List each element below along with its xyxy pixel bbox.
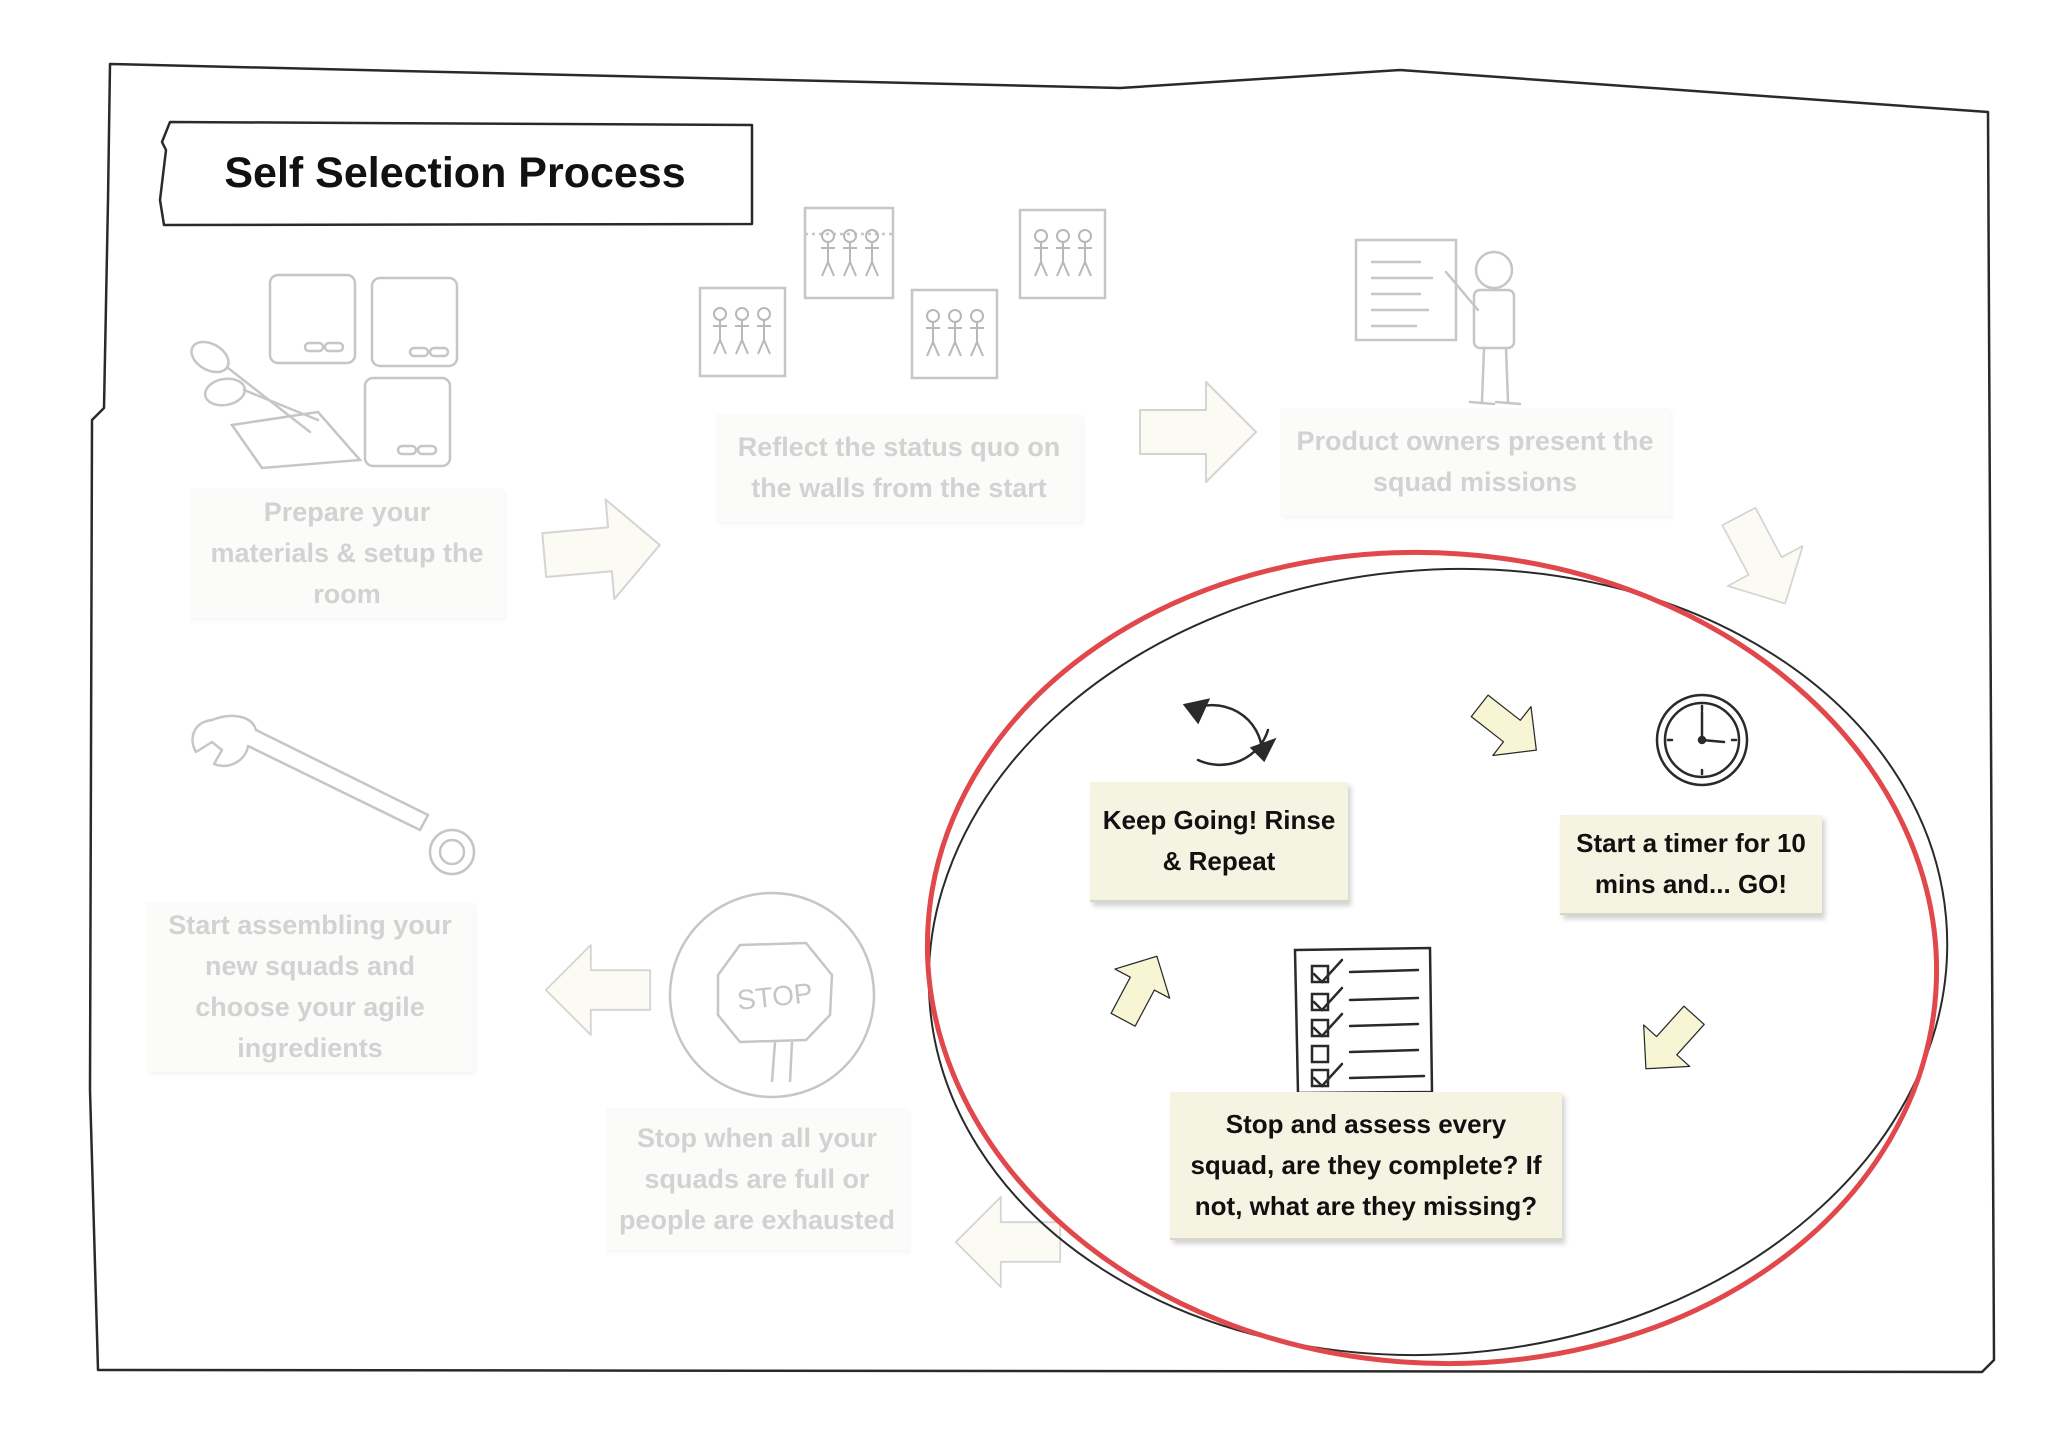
wall-posters-icon: [698, 206, 1107, 380]
step-present-note: Product owners present the squad mission…: [1280, 408, 1670, 516]
step-timer-note: Start a timer for 10 mins and... GO!: [1560, 815, 1822, 915]
focus-ellipse-outline: [927, 567, 1949, 1357]
step-assess-note: Stop and assess every squad, are they co…: [1170, 1092, 1562, 1240]
diagram-title: Self Selection Process: [224, 148, 686, 197]
focus-ellipse-highlight: [924, 549, 1940, 1367]
clock-icon: [1655, 693, 1749, 787]
step-assemble-note: Start assembling your new squads and cho…: [146, 902, 474, 1072]
step-reflect-note: Reflect the status quo on the walls from…: [716, 414, 1082, 522]
wrench-icon: [191, 714, 476, 876]
step-repeat-note: Keep Going! Rinse & Repeat: [1090, 782, 1348, 902]
cycle-arrows-icon: [1182, 698, 1277, 767]
title-box-outline: [158, 120, 754, 227]
step-stop-note: Stop when all your squads are full or pe…: [606, 1108, 908, 1250]
checklist-icon: [1293, 946, 1434, 1095]
presenter-icon: [1354, 238, 1522, 406]
step-prepare-note: Prepare your materials & setup the room: [190, 488, 504, 618]
paper-sheet: [88, 62, 1996, 1374]
scissors-icon: [190, 273, 459, 470]
